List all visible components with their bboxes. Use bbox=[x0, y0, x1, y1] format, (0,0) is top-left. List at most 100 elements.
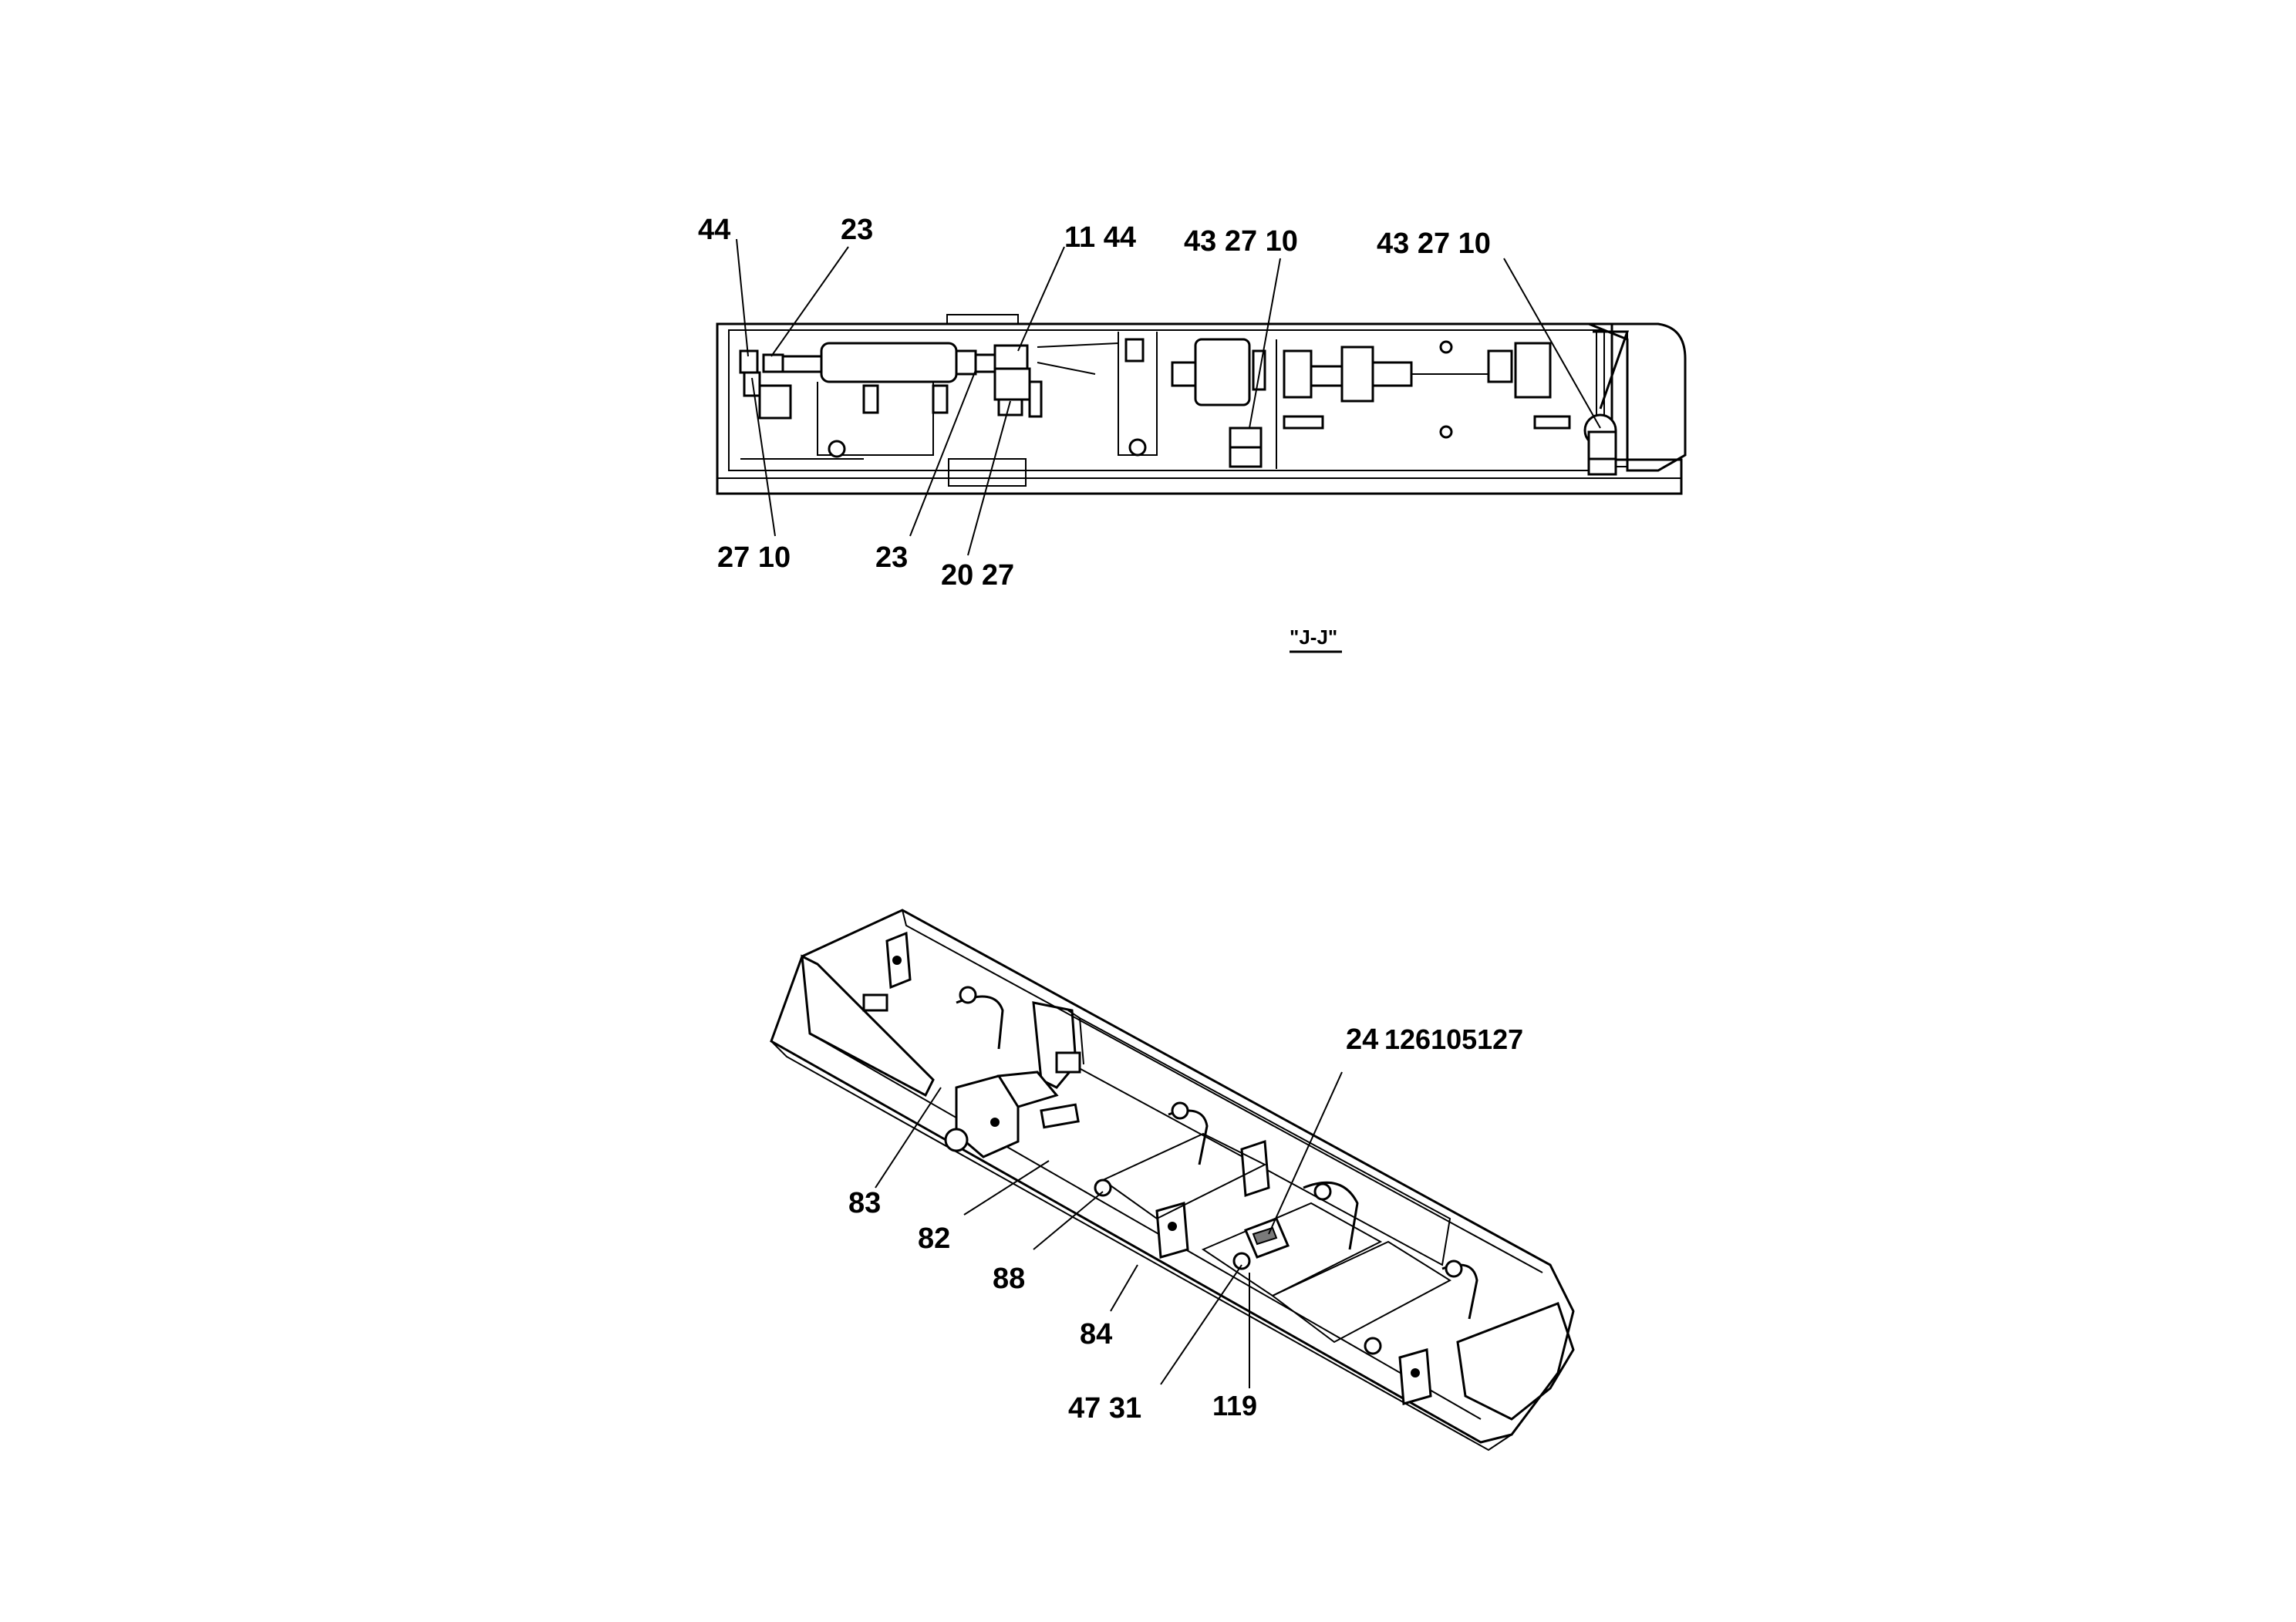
leader-t6 bbox=[751, 377, 776, 537]
callout-43-27-10-b: 43 27 10 bbox=[1377, 228, 1491, 260]
bolt-1 bbox=[828, 440, 846, 458]
lug-1-hole bbox=[892, 956, 902, 965]
label-plate-mark bbox=[1252, 1226, 1278, 1246]
clamp-2-bolt bbox=[1171, 1101, 1189, 1120]
leader-t8 bbox=[967, 400, 1011, 556]
trough-floor-line bbox=[809, 1033, 1482, 1420]
fitting-right-block bbox=[1587, 430, 1617, 460]
motor-body bbox=[1194, 338, 1251, 406]
hole-2 bbox=[1439, 425, 1453, 439]
callout-84: 84 bbox=[1080, 1318, 1112, 1351]
clamp-3 bbox=[1303, 1181, 1359, 1250]
section-view-j-j: 44 23 11 44 43 27 10 43 27 10 27 10 23 2… bbox=[698, 214, 1687, 653]
cylinder-stub bbox=[944, 1128, 969, 1152]
slot-2 bbox=[1533, 415, 1571, 430]
cylinder-end bbox=[955, 349, 977, 376]
clip-block-2 bbox=[1055, 1051, 1081, 1074]
fitting-right-nut bbox=[1587, 457, 1617, 476]
foot-1 bbox=[1229, 427, 1263, 449]
small-block bbox=[1040, 1103, 1080, 1129]
trough-back-lip bbox=[902, 909, 1543, 1273]
top-bracket bbox=[946, 314, 1019, 325]
motor-stub bbox=[1171, 361, 1197, 387]
shaft-block bbox=[1371, 361, 1413, 387]
leader-i3 bbox=[875, 1087, 942, 1189]
mid-fitting bbox=[1124, 338, 1145, 363]
clamp-4-bolt bbox=[1445, 1259, 1463, 1278]
callout-27-10: 27 10 bbox=[717, 541, 791, 574]
section-title: "J-J" bbox=[1290, 626, 1337, 649]
trough-outline bbox=[770, 909, 1575, 1444]
callout-23-top: 23 bbox=[841, 214, 873, 246]
clevis-body bbox=[993, 367, 1031, 401]
clevis-nut bbox=[997, 398, 1023, 416]
cylinder-body bbox=[820, 342, 958, 383]
left-end-plate bbox=[801, 954, 935, 1098]
callout-88: 88 bbox=[993, 1263, 1025, 1295]
callout-43-27-10-a: 43 27 10 bbox=[1184, 225, 1298, 258]
elbow-2 bbox=[932, 384, 949, 414]
callout-126105127: 126105127 bbox=[1384, 1023, 1523, 1055]
clamp-1 bbox=[956, 995, 1004, 1050]
rod-line-2 bbox=[1037, 362, 1096, 375]
leader-i5 bbox=[1033, 1191, 1104, 1250]
wing-nut-3 bbox=[1364, 1337, 1382, 1355]
cylinder-top bbox=[996, 1071, 1059, 1108]
wing-nut-2 bbox=[1232, 1252, 1251, 1270]
bearing-2 bbox=[1487, 349, 1513, 383]
leader-i1 bbox=[1268, 1071, 1343, 1235]
block-left bbox=[758, 384, 792, 420]
end-cap bbox=[1588, 322, 1687, 472]
coupling-shaft bbox=[1310, 365, 1344, 387]
shaft-left bbox=[781, 355, 823, 373]
callout-20-27: 20 27 bbox=[941, 559, 1014, 592]
callout-83: 83 bbox=[848, 1187, 881, 1219]
bearing-3 bbox=[1514, 342, 1552, 399]
leader-t3 bbox=[1017, 246, 1065, 352]
callout-47-31: 47 31 bbox=[1068, 1392, 1141, 1425]
callout-11-44: 11 44 bbox=[1064, 221, 1136, 254]
mount-plate bbox=[817, 382, 934, 456]
lug-3-hole bbox=[1168, 1222, 1177, 1231]
nut-left bbox=[762, 353, 784, 373]
foot-1b bbox=[1229, 446, 1263, 468]
isometric-view: 24 126105127 83 82 88 84 47 31 119 bbox=[770, 909, 1575, 1452]
callout-82: 82 bbox=[918, 1222, 950, 1255]
lug-2 bbox=[1240, 1139, 1270, 1198]
plate-3 bbox=[1271, 1240, 1451, 1344]
wing-nut-1 bbox=[1094, 1179, 1112, 1197]
leader-t7 bbox=[909, 369, 976, 537]
fitting-left bbox=[739, 349, 759, 374]
clamp-2 bbox=[1168, 1109, 1209, 1165]
fitting-left-lower bbox=[743, 371, 761, 397]
clamp-3-bolt bbox=[1313, 1182, 1332, 1201]
leader-i6 bbox=[1110, 1264, 1138, 1312]
clevis-top bbox=[993, 344, 1029, 370]
rod-line-1 bbox=[1037, 342, 1119, 348]
trough-bottom-edge bbox=[770, 1040, 1512, 1452]
callout-23-bottom: 23 bbox=[875, 541, 908, 574]
callout-44: 44 bbox=[698, 214, 730, 246]
plate-1 bbox=[1101, 1132, 1267, 1220]
callout-24: 24 bbox=[1346, 1023, 1378, 1056]
callout-119: 119 bbox=[1212, 1390, 1257, 1421]
leader-t5 bbox=[1503, 258, 1601, 429]
right-end-plate bbox=[1456, 1302, 1575, 1421]
angle-brace bbox=[1593, 330, 1630, 410]
clamp-1-bolt bbox=[959, 986, 977, 1004]
elbow-1 bbox=[862, 384, 879, 414]
leader-t1 bbox=[736, 238, 749, 357]
bearing-1 bbox=[1340, 346, 1374, 403]
leader-i7 bbox=[1160, 1264, 1242, 1385]
bottom-bracket bbox=[948, 458, 1027, 487]
coupling-1 bbox=[1283, 349, 1313, 399]
hole-1 bbox=[1439, 340, 1453, 354]
leader-t4 bbox=[1249, 258, 1281, 429]
clevis-block bbox=[1028, 380, 1043, 418]
lug-4-hole bbox=[1411, 1368, 1420, 1378]
leader-i4 bbox=[963, 1160, 1050, 1216]
slot-1 bbox=[1283, 415, 1324, 430]
leader-t2 bbox=[770, 246, 849, 357]
